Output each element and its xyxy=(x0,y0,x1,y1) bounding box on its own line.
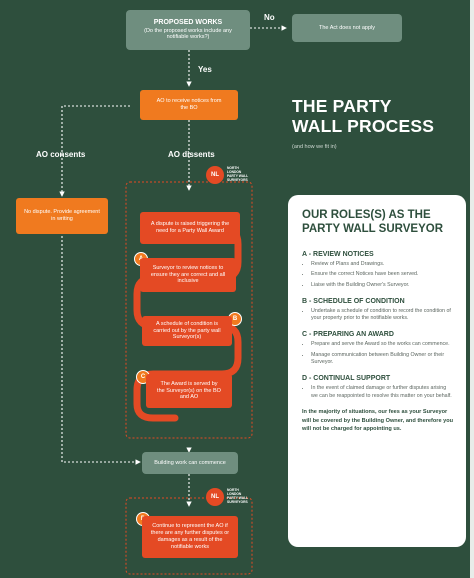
logo-mark: NL xyxy=(206,166,224,184)
list-item: Undertake a schedule of condition to rec… xyxy=(311,308,454,323)
section-b-title: B - SCHEDULE OF CONDITION xyxy=(302,297,405,305)
act-not-apply-box: The Act does not apply xyxy=(292,14,402,42)
step-d-box: Continue to represent the AO if there ar… xyxy=(142,516,238,558)
ao-receive-notices-text: AO to receive notices from the BO xyxy=(156,98,222,111)
step-c-box: The Award is served by the Surveyor(s) o… xyxy=(146,374,232,408)
section-c-list: Prepare and serve the Award so the works… xyxy=(302,341,454,367)
step-c-text: The Award is served by the Surveyor(s) o… xyxy=(157,380,221,401)
section-a-list: Review of Plans and Drawings. Ensure the… xyxy=(302,261,454,290)
list-item: In the event of claimed damage or furthe… xyxy=(311,385,454,400)
yes-label: Yes xyxy=(198,65,212,74)
list-item: Ensure the correct Notices have been ser… xyxy=(311,271,454,279)
dispute-raised-box: A dispute is raised triggering the need … xyxy=(140,212,240,244)
title-line-1: THE PARTY xyxy=(292,96,392,116)
connector-consents-h xyxy=(59,105,130,197)
support-dashed-frame xyxy=(125,497,253,575)
list-item: Prepare and serve the Award so the works… xyxy=(311,341,454,349)
page-title: THE PARTY WALL PROCESS xyxy=(292,96,434,137)
proposed-works-question: (Do the proposed works include any notif… xyxy=(144,27,232,41)
proposed-works-box: PROPOSED WORKS (Do the proposed works in… xyxy=(126,10,250,50)
list-item: Manage communication between Building Ow… xyxy=(311,352,454,367)
title-line-2: WALL PROCESS xyxy=(292,116,435,137)
act-not-apply-text: The Act does not apply xyxy=(319,24,375,31)
proposed-works-title: PROPOSED WORKS xyxy=(153,18,223,26)
step-a-text: Surveyor to review notices to ensure the… xyxy=(150,264,226,285)
ao-consents-label: AO consents xyxy=(36,150,86,159)
no-label: No xyxy=(264,13,275,22)
step-a-box: Surveyor to review notices to ensure the… xyxy=(140,258,236,292)
roles-card: OUR ROLES(S) AS THE PARTY WALL SURVEYOR … xyxy=(288,195,466,547)
step-d-text: Continue to represent the AO if there ar… xyxy=(150,523,230,550)
dispute-raised-text: A dispute is raised triggering the need … xyxy=(150,221,230,234)
section-b-list: Undertake a schedule of condition to rec… xyxy=(302,308,454,323)
section-c-title: C - PREPARING AN AWARD xyxy=(302,330,394,338)
list-item: Review of Plans and Drawings. xyxy=(311,261,454,269)
page-subtitle: (and how we fit in) xyxy=(292,144,337,150)
list-item: Liaise with the Building Owner's Surveyo… xyxy=(311,282,454,290)
step-b-box: A schedule of condition is carried out b… xyxy=(142,316,232,346)
logo-mark-bottom: NL xyxy=(206,488,224,506)
step-b-text: A schedule of condition is carried out b… xyxy=(153,320,221,341)
roles-footer-note: In the majority of situations, our fees … xyxy=(302,409,454,433)
section-a-title: A - REVIEW NOTICES xyxy=(302,250,374,258)
no-dispute-text: No dispute. Provide agreement in writing xyxy=(24,209,100,222)
right-edge-strip xyxy=(470,0,474,578)
section-d-title: D - CONTINUAL SUPPORT xyxy=(302,374,391,382)
roles-heading: OUR ROLES(S) AS THE PARTY WALL SURVEYOR xyxy=(302,209,444,235)
section-d-list: In the event of claimed damage or furthe… xyxy=(302,385,454,400)
dissent-dashed-frame xyxy=(125,181,253,439)
building-work-box: Building work can commence xyxy=(142,452,238,474)
ao-dissents-label: AO dissents xyxy=(168,150,215,159)
no-dispute-box: No dispute. Provide agreement in writing xyxy=(16,198,108,234)
building-work-text: Building work can commence xyxy=(154,459,226,466)
connector-consent-to-work xyxy=(61,236,141,465)
ao-receive-notices-box: AO to receive notices from the BO xyxy=(140,90,238,120)
